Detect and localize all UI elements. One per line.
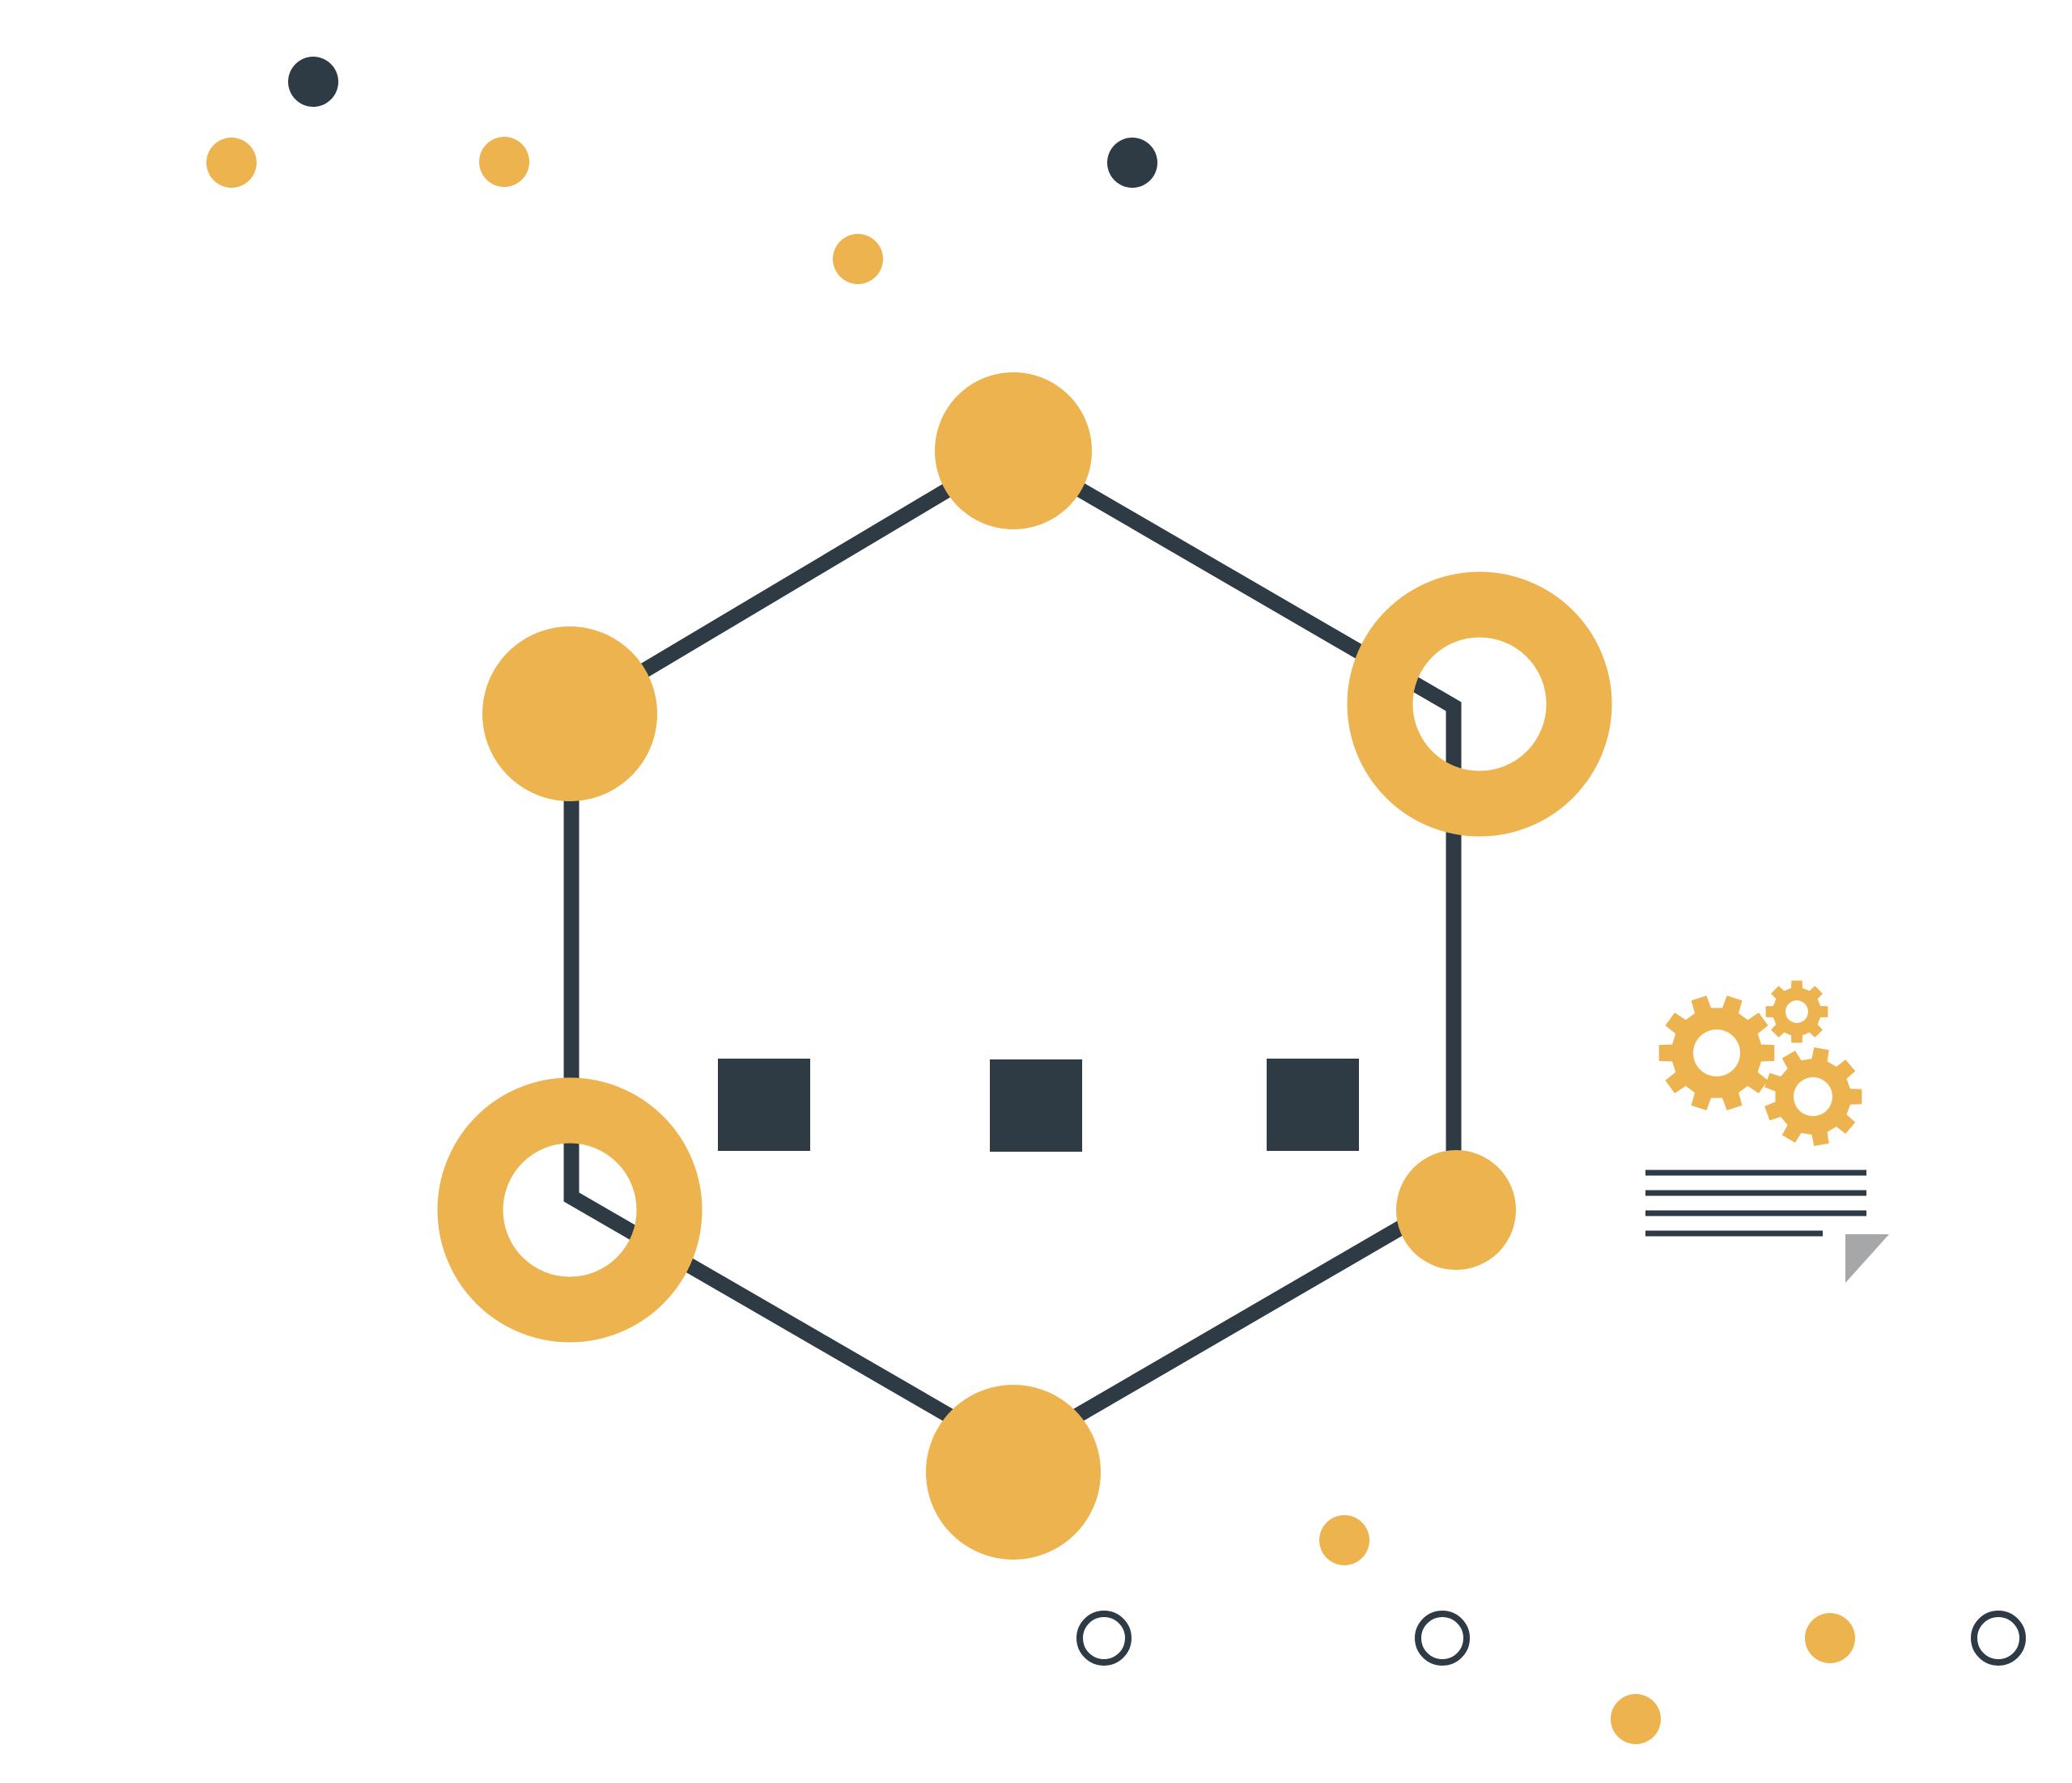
- ring-dark: [1971, 1611, 2026, 1666]
- gear-medium-shape: [1764, 1047, 1862, 1146]
- dot-accent: [1319, 1515, 1369, 1565]
- node-lower-left-ring: [437, 1077, 703, 1343]
- dot-dark: [1107, 138, 1157, 188]
- node-upper-right-ring: [1347, 571, 1612, 837]
- dot-accent: [206, 138, 257, 188]
- dot-dark: [288, 57, 338, 107]
- dot-accent: [479, 137, 529, 187]
- node-upper-left: [482, 626, 657, 801]
- gears-icon: [1658, 980, 1862, 1146]
- gear-small-shape: [1765, 980, 1828, 1043]
- ring-dark: [1415, 1611, 1470, 1666]
- node-bottom: [926, 1385, 1101, 1560]
- node-lower-right: [1396, 1150, 1516, 1270]
- center-square-2: [990, 1059, 1082, 1152]
- page-corner: [1845, 1234, 1889, 1283]
- ring-dark: [1076, 1611, 1132, 1666]
- dot-accent: [1611, 1694, 1661, 1744]
- center-square-1: [718, 1059, 810, 1151]
- hexagon-outline: [563, 444, 1462, 1462]
- dot-accent: [1805, 1613, 1855, 1663]
- dot-accent: [833, 234, 883, 284]
- center-square-3: [1267, 1059, 1359, 1151]
- gear-large-shape: [1658, 996, 1775, 1110]
- document-lines-icon: [1645, 1170, 1889, 1283]
- node-top: [935, 372, 1092, 529]
